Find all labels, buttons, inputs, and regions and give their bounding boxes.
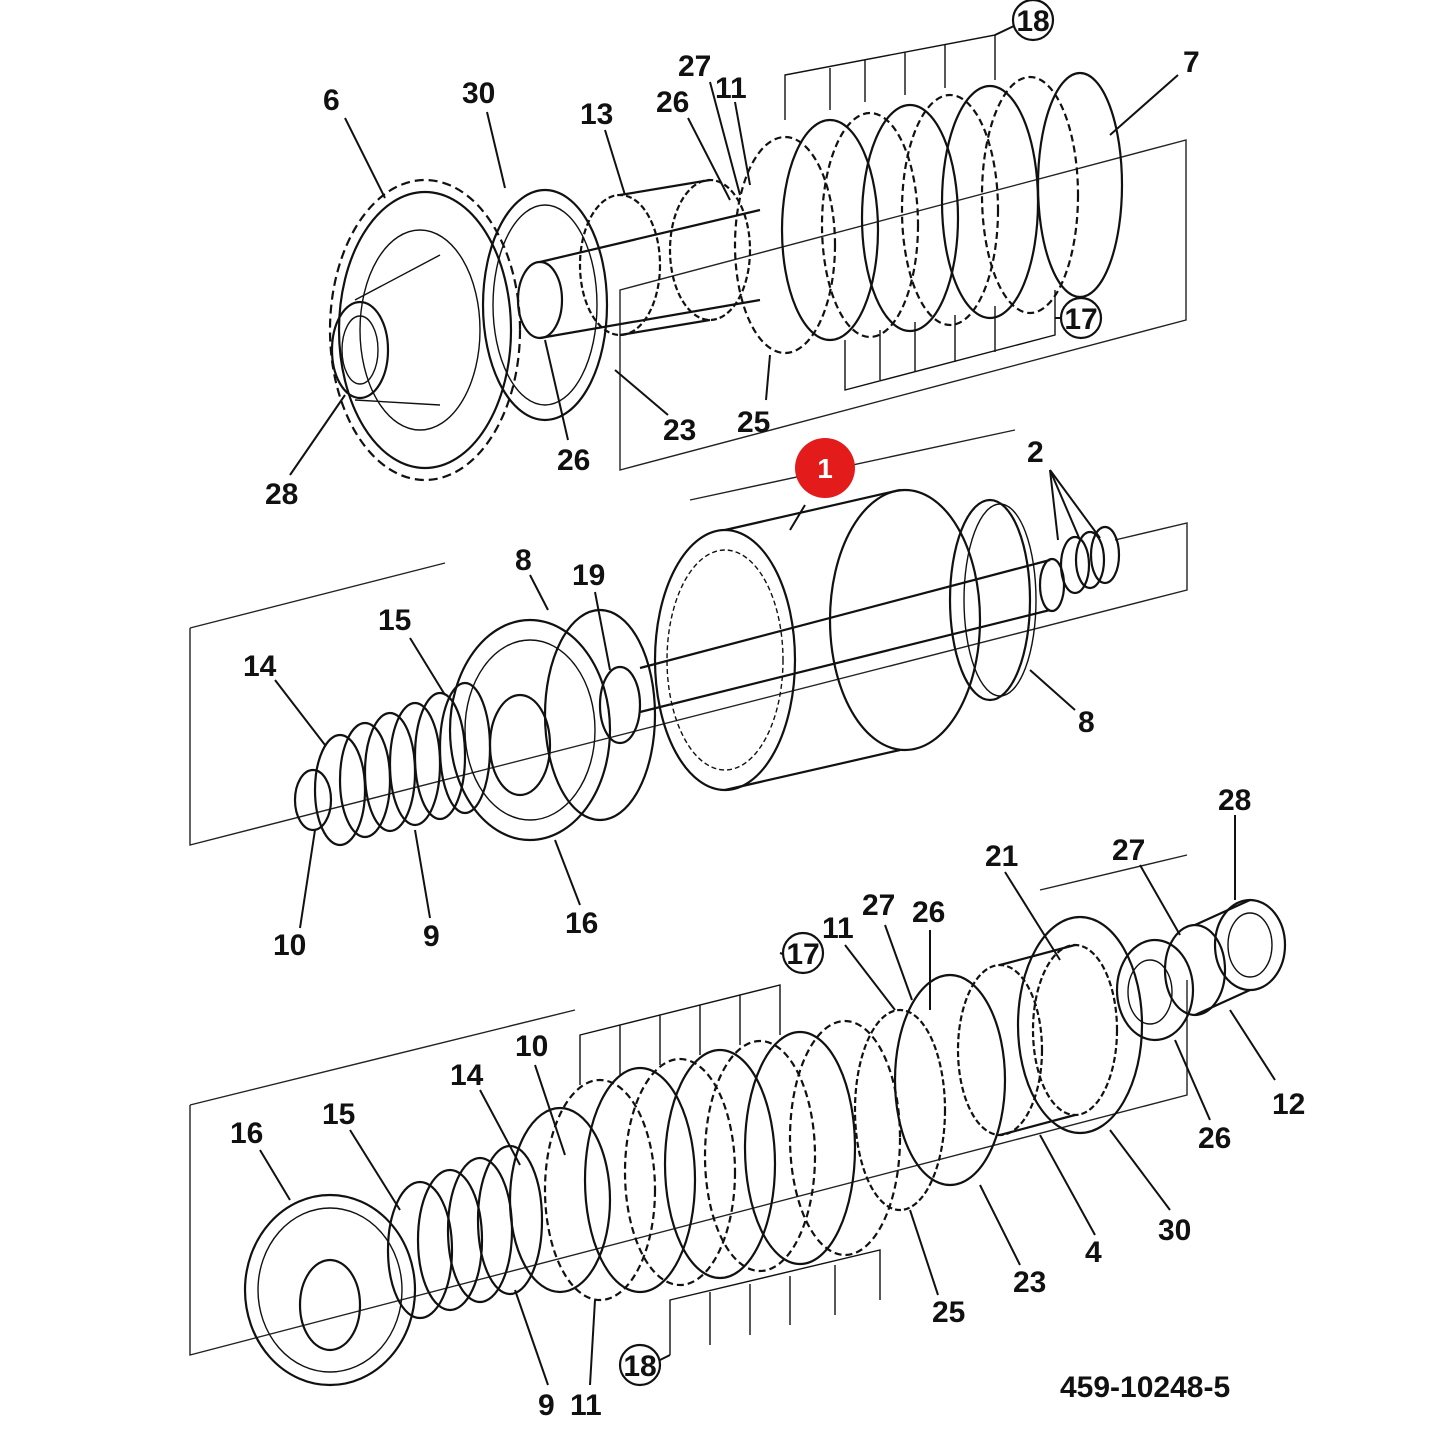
label-26b: 26 (557, 444, 590, 477)
label-18: 18 (623, 1350, 656, 1383)
label-25: 25 (932, 1296, 965, 1329)
middle-assembly: 1 2 8 19 15 14 8 10 9 16 (189, 429, 1188, 962)
label-11: 11 (715, 72, 747, 105)
label-10: 10 (515, 1030, 548, 1063)
label-1: 1 (817, 453, 833, 484)
label-26b: 26 (1198, 1122, 1231, 1155)
gear-6 (328, 178, 522, 482)
label-11b: 11 (570, 1389, 602, 1422)
label-15: 15 (322, 1098, 355, 1131)
label-28: 28 (1218, 784, 1251, 817)
label-16: 16 (565, 907, 598, 940)
label-4: 4 (1085, 1236, 1102, 1269)
circled-label-17-top: 17 (1059, 296, 1103, 340)
label-23: 23 (1013, 1266, 1046, 1299)
label-27: 27 (678, 50, 711, 83)
seal-8-left (543, 608, 657, 822)
hub-13 (578, 178, 752, 337)
label-7: 7 (1183, 46, 1200, 79)
label-17: 17 (1064, 303, 1097, 336)
snap-ring-10-bottom (508, 1106, 612, 1294)
piston-16-bottom (243, 1193, 417, 1387)
label-18: 18 (1016, 5, 1049, 38)
label-30: 30 (1158, 1214, 1191, 1247)
document-number: 459-10248-5 (1060, 1371, 1230, 1404)
bracket-18-top (784, 34, 996, 120)
label-9: 9 (423, 920, 440, 953)
label-19: 19 (572, 559, 605, 592)
label-8: 8 (515, 544, 532, 577)
label-8b: 8 (1078, 706, 1095, 739)
top-frame (619, 139, 1187, 471)
label-11: 11 (822, 912, 854, 945)
highlighted-callout-1: 1 (795, 438, 855, 498)
label-30: 30 (462, 77, 495, 110)
label-2: 2 (1027, 436, 1044, 469)
label-15: 15 (378, 604, 411, 637)
highlight-marker (795, 438, 855, 498)
bottom-frame (189, 854, 1188, 1356)
label-9: 9 (538, 1389, 555, 1422)
ring-19 (598, 665, 642, 745)
label-6: 6 (323, 84, 340, 117)
top-shaft (516, 208, 761, 340)
spring-9 (313, 681, 492, 847)
bearing-28-bottom (1194, 898, 1287, 1017)
circled-label-18-top: 18 (1011, 0, 1055, 42)
label-16: 16 (230, 1117, 263, 1150)
ring-30-23 (481, 188, 609, 422)
label-27b: 27 (862, 889, 895, 922)
label-14: 14 (243, 650, 277, 683)
circled-label-17-bottom: 17 (781, 931, 825, 975)
spring-9-bottom (386, 1144, 544, 1320)
top-clutch-pack (780, 71, 1124, 342)
label-28: 28 (265, 478, 298, 511)
piston-16 (448, 618, 612, 842)
snap-ring-10-mid (293, 768, 333, 832)
label-21: 21 (985, 840, 1018, 873)
bottom-clutch-pack (583, 1019, 902, 1294)
label-13: 13 (580, 98, 613, 131)
label-25: 25 (737, 406, 770, 439)
washer-26-bottom (1115, 938, 1195, 1042)
label-26: 26 (912, 896, 945, 929)
bottom-assembly: 28 27 21 27 26 11 17 10 14 15 16 12 26 3… (189, 784, 1305, 1422)
label-26: 26 (656, 86, 689, 119)
bracket-17-top (844, 290, 1056, 391)
label-10: 10 (273, 929, 306, 962)
label-14: 14 (450, 1059, 484, 1092)
disc-11-bottom (543, 1078, 657, 1302)
label-27: 27 (1112, 834, 1145, 867)
rings-2 (1059, 525, 1121, 595)
label-12: 12 (1272, 1088, 1305, 1121)
label-17: 17 (786, 938, 819, 971)
top-assembly: 6 30 13 26 27 11 18 7 17 25 23 26 28 (265, 0, 1200, 511)
label-23: 23 (663, 414, 696, 447)
disc-25-bottom (853, 1008, 947, 1212)
circled-label-18-bottom: 18 (618, 1343, 662, 1387)
disc-25-top (733, 135, 837, 355)
bracket-17-bottom (579, 984, 781, 1085)
hub-4 (956, 943, 1119, 1137)
washer-30-bottom (1016, 915, 1144, 1135)
drum-1 (653, 488, 1037, 792)
bracket-18-bottom (669, 1249, 881, 1355)
ring-23-bottom (893, 973, 1007, 1187)
middle-shaft (639, 557, 1066, 714)
